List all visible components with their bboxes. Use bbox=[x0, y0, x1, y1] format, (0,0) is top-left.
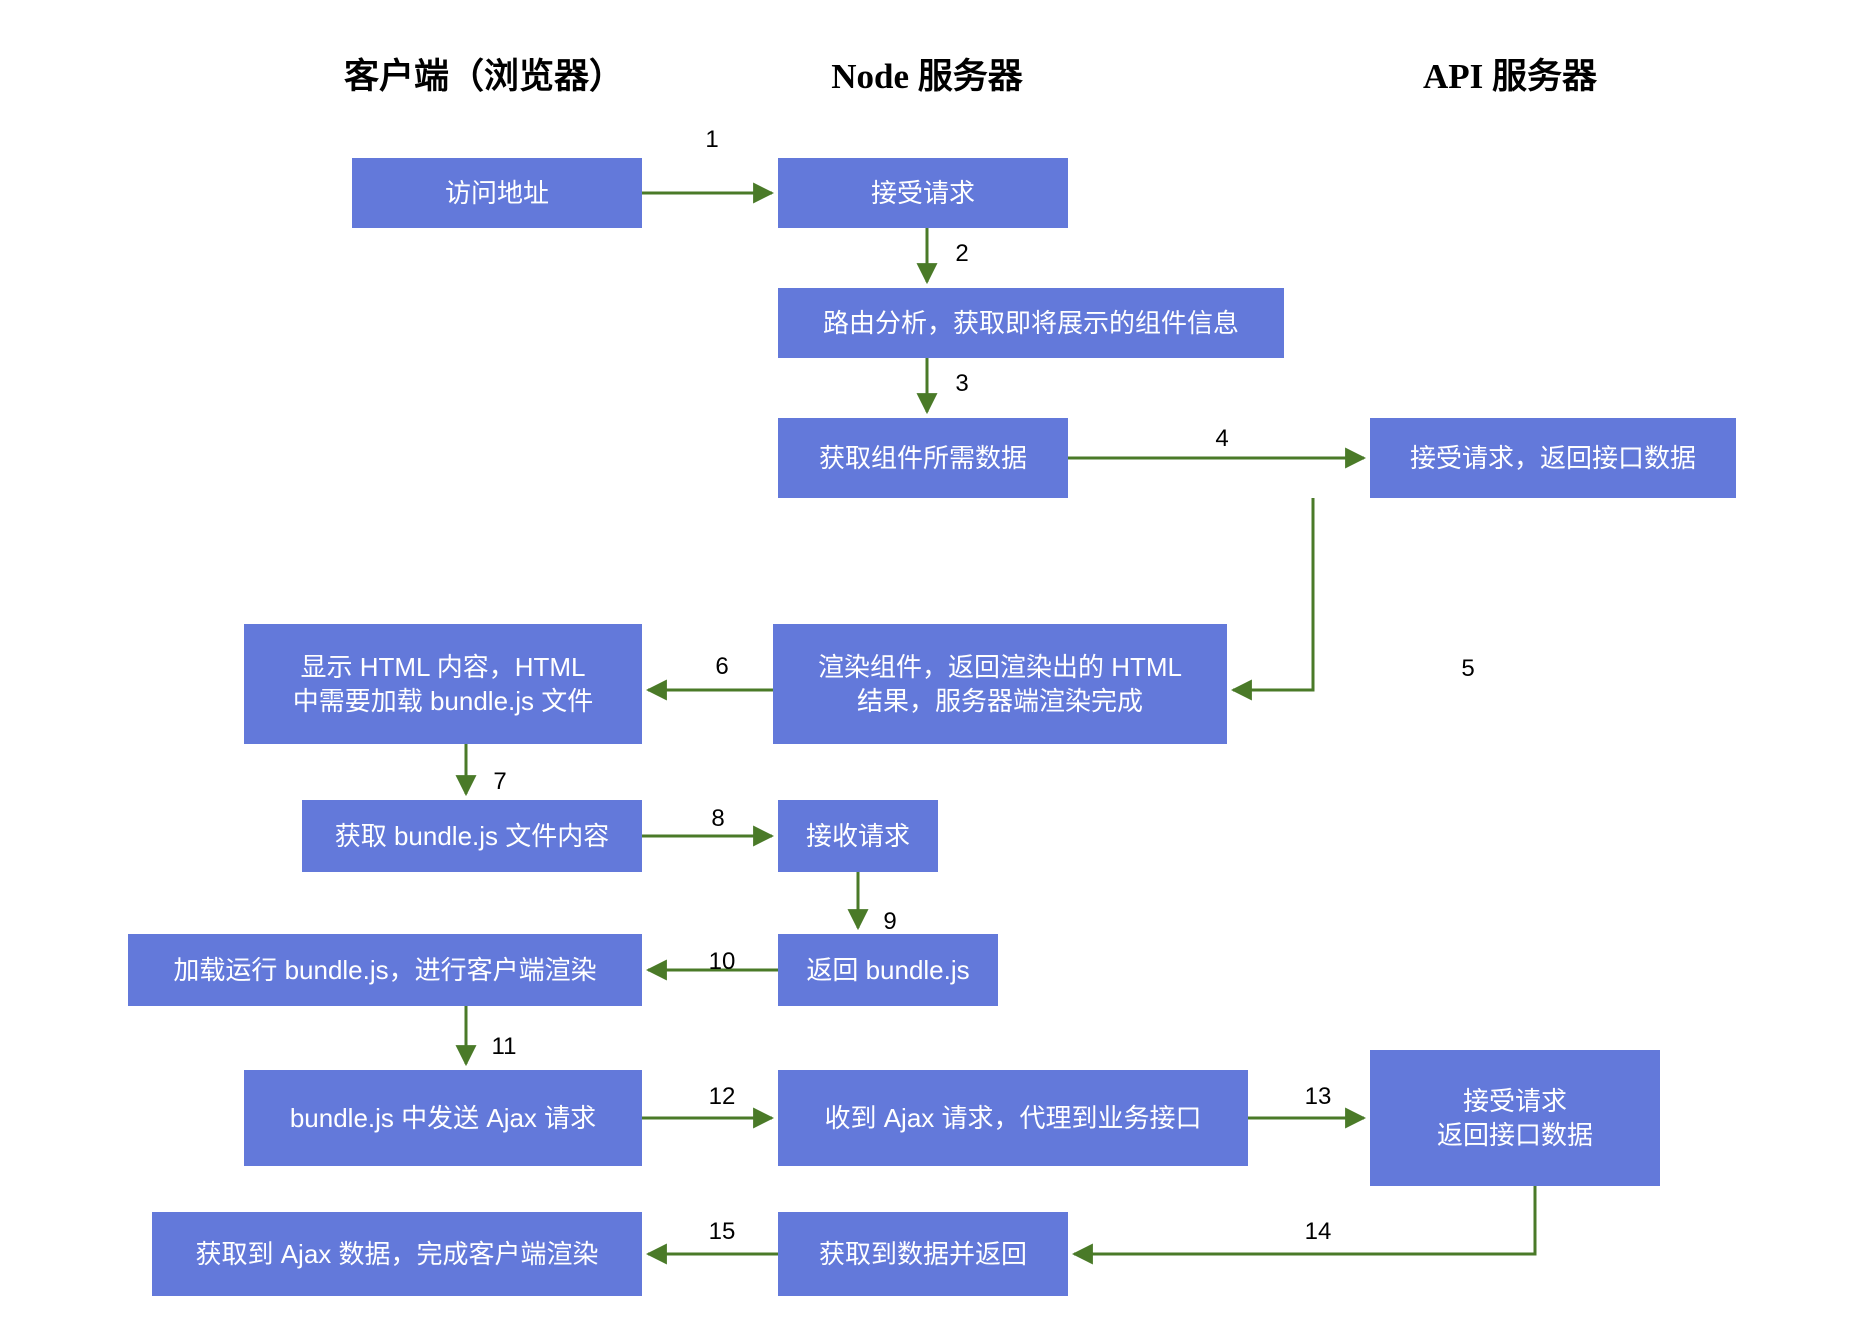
node-get-bundle-content[interactable]: 获取 bundle.js 文件内容 bbox=[302, 800, 642, 872]
node-api-accept-return[interactable]: 接受请求 返回接口数据 bbox=[1370, 1050, 1660, 1186]
edge-label-15: 15 bbox=[708, 1218, 736, 1245]
node-display-html[interactable]: 显示 HTML 内容，HTML 中需要加载 bundle.js 文件 bbox=[244, 624, 642, 744]
edge-label-12: 12 bbox=[708, 1083, 736, 1110]
node-accept-request[interactable]: 接受请求 bbox=[778, 158, 1068, 228]
edge-label-6: 6 bbox=[715, 653, 729, 680]
node-visit-address[interactable]: 访问地址 bbox=[352, 158, 642, 228]
edge-5 bbox=[1230, 498, 1315, 701]
node-api-accept-return-data[interactable]: 接受请求，返回接口数据 bbox=[1370, 418, 1736, 498]
edge-label-9: 9 bbox=[883, 908, 897, 935]
node-run-bundle-client-render[interactable]: 加载运行 bundle.js，进行客户端渲染 bbox=[128, 934, 642, 1006]
node-route-analysis[interactable]: 路由分析，获取即将展示的组件信息 bbox=[778, 288, 1284, 358]
node-render-components[interactable]: 渲染组件，返回渲染出的 HTML 结果，服务器端渲染完成 bbox=[773, 624, 1227, 744]
edge-label-1: 1 bbox=[705, 126, 719, 153]
node-ajax-data-client-render-done[interactable]: 获取到 Ajax 数据，完成客户端渲染 bbox=[152, 1212, 642, 1296]
node-receive-request[interactable]: 接收请求 bbox=[778, 800, 938, 872]
node-send-ajax-request[interactable]: bundle.js 中发送 Ajax 请求 bbox=[244, 1070, 642, 1166]
edge-label-14: 14 bbox=[1304, 1218, 1332, 1245]
edge-label-3: 3 bbox=[955, 370, 969, 397]
column-header-node: Node 服务器 bbox=[831, 57, 1023, 96]
edge-label-13: 13 bbox=[1304, 1083, 1332, 1110]
column-header-api: API 服务器 bbox=[1422, 57, 1598, 96]
node-fetch-component-data[interactable]: 获取组件所需数据 bbox=[778, 418, 1068, 498]
edge-label-4: 4 bbox=[1215, 425, 1229, 452]
edge-label-8: 8 bbox=[711, 805, 725, 832]
edge-label-11: 11 bbox=[491, 1033, 517, 1060]
node-get-data-and-return[interactable]: 获取到数据并返回 bbox=[778, 1212, 1068, 1296]
column-header-client: 客户端（浏览器） bbox=[343, 57, 625, 96]
edge-label-5: 5 bbox=[1461, 655, 1475, 682]
node-proxy-ajax-request[interactable]: 收到 Ajax 请求，代理到业务接口 bbox=[778, 1070, 1248, 1166]
edge-label-7: 7 bbox=[493, 768, 507, 795]
node-return-bundle[interactable]: 返回 bundle.js bbox=[778, 934, 998, 1006]
edge-label-2: 2 bbox=[955, 240, 969, 267]
edge-label-10: 10 bbox=[708, 948, 736, 975]
